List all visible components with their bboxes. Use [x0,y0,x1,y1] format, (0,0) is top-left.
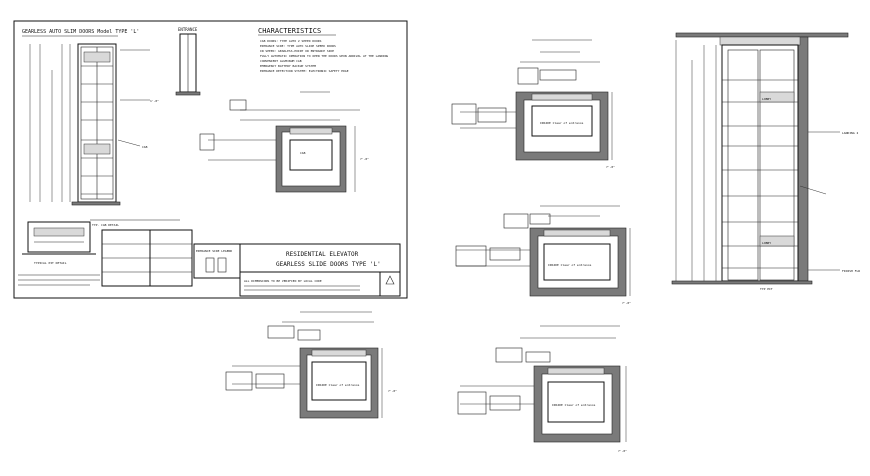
lobby-label-upper: LOBBY [762,97,771,101]
finish-floor-label: FINISH FLR [842,269,860,273]
svg-text:CONVENIENT ALUMINUM CAB: CONVENIENT ALUMINUM CAB [260,59,302,63]
svg-text:CAB: CAB [142,145,148,149]
svg-text:IN SPEED: GEARLESS-POINT OR EN: IN SPEED: GEARLESS-POINT OR ENTRANCE SID… [260,49,334,53]
sheet-header-title: GEARLESS AUTO SLIM DOORS Model TYPE 'L' [22,29,139,35]
svg-text:INSIDE Clear of entrance: INSIDE Clear of entrance [548,263,592,267]
svg-text:7'-0": 7'-0" [622,301,631,305]
svg-text:INSIDE Clear of entrance: INSIDE Clear of entrance [552,403,596,407]
sheet-border [13,20,408,299]
hoistway-plan-c: 7'-0" INSIDE Clear of entrance [457,325,627,453]
svg-text:1'-0": 1'-0" [150,99,159,103]
entrance-side-legend: ENTRANCE SIDE LEGEND [196,249,232,253]
note-block: ALL DIMENSIONS TO BE VERIFIED BY LOCAL C… [244,279,322,283]
svg-text:TYP. CAB DETAIL: TYP. CAB DETAIL [92,223,119,227]
landing-label: LANDING 2 [842,131,858,135]
svg-text:EMERGENCY BATTERY BACKUP SYSTE: EMERGENCY BATTERY BACKUP SYSTEM [260,64,316,68]
entrance-label: ENTRANCE [178,27,198,32]
svg-text:INSIDE Clear of entrance: INSIDE Clear of entrance [316,383,360,387]
svg-text:7'-0": 7'-0" [618,449,627,453]
svg-text:7'-0": 7'-0" [606,165,615,169]
svg-text:FULLY AUTOMATIC OPERATION TO O: FULLY AUTOMATIC OPERATION TO OPEN THE DO… [260,54,388,58]
lobby-label-lower: LOBBY [762,241,771,245]
svg-text:7'-0": 7'-0" [388,389,397,393]
svg-text:CAB: CAB [300,151,306,155]
characteristics-block: CHARACTERISTICS CAB DOORS: TYPE AUTO 2 S… [258,27,388,73]
hoistway-plan-a: 7'-0" INSIDE Clear of entrance [451,39,615,169]
title-block-line1: RESIDENTIAL ELEVATOR [286,251,359,258]
hoistway-elevation-left: 1'-0" CAB [29,43,159,206]
svg-text:CAB DOORS: TYPE AUTO 2 SPEED D: CAB DOORS: TYPE AUTO 2 SPEED DOORS [260,39,322,43]
hoistway-section-right: LOBBY LOBBY LANDING 2 FINISH FLR TYP PIT [671,32,860,291]
hoistway-plan-b: 7'-0" INSIDE Clear of entrance [455,205,631,305]
main-sheet-bottom-blocks: TYP. CAB DETAIL ENTRANCE SIDE LEGEND ALL… [90,219,401,297]
hoistway-plan-d: 7'-0" INSIDE Clear of entrance [225,311,397,419]
title-block [239,243,401,273]
typ-pit-label: TYP PIT [760,287,773,291]
svg-text:INSIDE Clear of entrance: INSIDE Clear of entrance [540,121,584,125]
title-block-line2: GEARLESS SLIDE DOORS TYPE 'L' [276,261,381,268]
svg-text:7'-0": 7'-0" [360,157,369,161]
svg-text:ENTRANCE DETECTION SYSTEM: ELE: ENTRANCE DETECTION SYSTEM: ELECTRONIC SA… [260,69,349,73]
pit-detail-label: TYPICAL PIT DETAIL [34,261,67,265]
main-sheet-plan: 7'-0" CAB [199,91,369,193]
svg-text:ENTRANCE SIDE: TYPE AUTO SLIDE: ENTRANCE SIDE: TYPE AUTO SLIDE SPEED DOO… [260,44,336,48]
entrance-elevation: ENTRANCE [175,27,201,96]
main-sheet: GEARLESS AUTO SLIM DOORS Model TYPE 'L' [13,20,408,299]
characteristics-title: CHARACTERISTICS [258,27,321,35]
pit-detail: TYPICAL PIT DETAIL [18,221,100,286]
